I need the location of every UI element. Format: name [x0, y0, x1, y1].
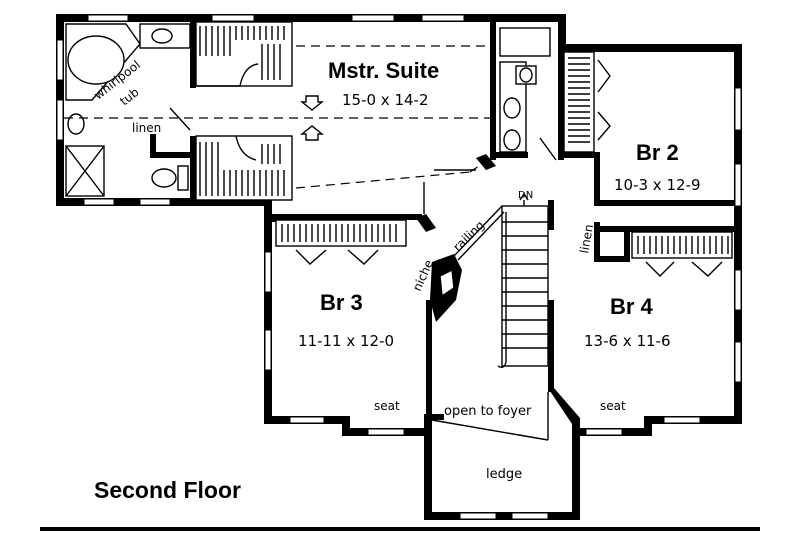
- bottom-rule: [40, 527, 760, 531]
- ceiling-lines: [64, 45, 490, 214]
- windows: [56, 14, 742, 520]
- exterior-walls: [56, 14, 742, 520]
- room-dims-br3: 11-11 x 12-0: [298, 332, 394, 350]
- room-name-br4: Br 4: [610, 294, 654, 319]
- room-name-master: Mstr. Suite: [328, 58, 439, 83]
- bath-fixtures: [65, 23, 557, 197]
- label-ledge: ledge: [486, 467, 522, 482]
- label-linen-hall: linen: [577, 223, 596, 254]
- label-tub: tub: [117, 85, 141, 108]
- room-name-br3: Br 3: [320, 290, 363, 315]
- label-seat-br4: seat: [600, 399, 626, 413]
- plan-title: Second Floor: [94, 477, 241, 503]
- interior-walls: [190, 22, 734, 424]
- closets: [195, 21, 733, 277]
- room-dims-br2: 10-3 x 12-9: [614, 176, 701, 194]
- room-dims-br4: 13-6 x 11-6: [584, 332, 671, 350]
- room-dims-master: 15-0 x 14-2: [342, 91, 429, 109]
- room-name-br2: Br 2: [636, 140, 679, 165]
- arrow-icon: [300, 95, 324, 141]
- stairs: [431, 192, 549, 441]
- label-open-to-foyer: open to foyer: [444, 404, 532, 419]
- label-seat-br3: seat: [374, 399, 400, 413]
- label-dn: DN: [518, 190, 533, 201]
- label-linen-bath: linen: [132, 121, 161, 135]
